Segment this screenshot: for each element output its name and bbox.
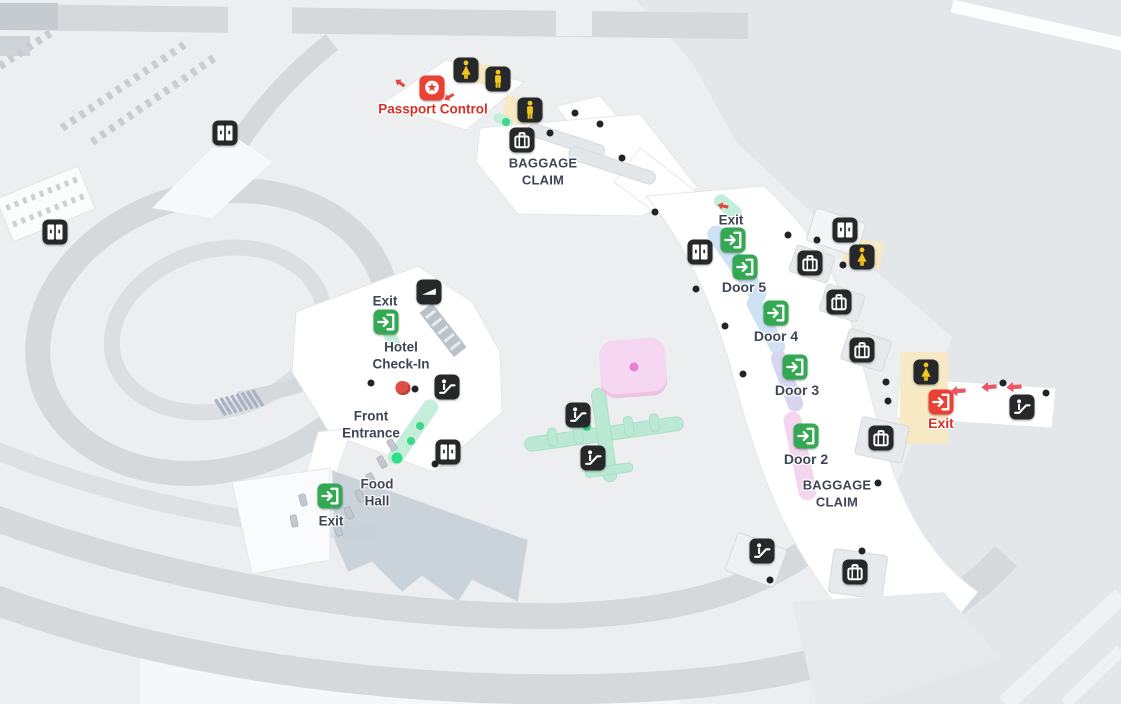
poi-dot[interactable] bbox=[882, 378, 890, 386]
airplane-exhibit bbox=[524, 387, 684, 483]
escalator-icon[interactable] bbox=[565, 402, 591, 428]
poi-dot[interactable] bbox=[431, 460, 439, 468]
baggage-claim-icon[interactable] bbox=[868, 425, 894, 451]
exit-icon[interactable] bbox=[763, 300, 789, 326]
escalator-icon[interactable] bbox=[1009, 394, 1035, 420]
escalator-icon[interactable] bbox=[580, 445, 606, 471]
poi-dot[interactable] bbox=[813, 236, 821, 244]
parking-structure bbox=[0, 165, 96, 243]
womens-restroom-icon[interactable] bbox=[913, 359, 939, 385]
door-4-label[interactable]: Door 4 bbox=[753, 328, 799, 345]
hotel-checkin-marker[interactable] bbox=[395, 381, 411, 395]
exit-label[interactable]: Exit bbox=[318, 513, 344, 529]
elevator-icon[interactable] bbox=[832, 217, 858, 243]
door-3-label[interactable]: Door 3 bbox=[774, 382, 820, 399]
walkway-dot[interactable] bbox=[391, 452, 403, 464]
cars bbox=[289, 438, 398, 537]
baggage-claim-label[interactable]: BAGGAGE CLAIM bbox=[802, 477, 872, 509]
poi-dot[interactable] bbox=[766, 576, 774, 584]
womens-restroom-icon[interactable] bbox=[849, 244, 875, 270]
poi-dot[interactable] bbox=[784, 231, 792, 239]
roof-jagged bbox=[331, 469, 529, 603]
direction-arrow-icon bbox=[1006, 381, 1023, 393]
womens-restroom-icon[interactable] bbox=[453, 57, 479, 83]
door-5-label[interactable]: Door 5 bbox=[721, 279, 767, 296]
poi-dot[interactable] bbox=[692, 285, 700, 293]
amenity-dot[interactable] bbox=[629, 362, 639, 372]
lot-patch bbox=[152, 132, 272, 218]
poi-dot[interactable] bbox=[999, 379, 1007, 387]
baggage-claim-icon[interactable] bbox=[849, 337, 875, 363]
exit-icon[interactable] bbox=[317, 483, 343, 509]
apron-wedge bbox=[140, 650, 680, 704]
poi-dot[interactable] bbox=[721, 322, 729, 330]
poi-dot[interactable] bbox=[839, 261, 847, 269]
exit-icon[interactable] bbox=[732, 254, 758, 280]
poi-dot[interactable] bbox=[546, 129, 554, 137]
exit-icon[interactable] bbox=[720, 227, 746, 253]
exit-label[interactable]: Exit bbox=[718, 212, 744, 228]
elevator-icon[interactable] bbox=[687, 239, 713, 265]
exit-icon[interactable] bbox=[793, 423, 819, 449]
exit-icon[interactable] bbox=[373, 309, 399, 335]
baggage-claim-icon[interactable] bbox=[797, 250, 823, 276]
escalator-icon[interactable] bbox=[749, 538, 775, 564]
elevator-icon[interactable] bbox=[42, 219, 68, 245]
walkway-dot[interactable] bbox=[502, 118, 510, 126]
poi-dot[interactable] bbox=[618, 154, 626, 162]
mens-restroom-icon[interactable] bbox=[517, 97, 543, 123]
baggage-claim-icon[interactable] bbox=[509, 127, 535, 153]
walkway-dot[interactable] bbox=[416, 422, 424, 430]
baggage-claim-icon[interactable] bbox=[826, 289, 852, 315]
walkway-dot[interactable] bbox=[583, 423, 591, 431]
emergency-exit-icon[interactable] bbox=[928, 389, 954, 415]
food-hall-label[interactable]: Food Hall bbox=[360, 476, 394, 509]
entrance-hall bbox=[291, 265, 503, 473]
hotel-check-in-label[interactable]: Hotel Check-In bbox=[372, 339, 430, 372]
exit-label[interactable]: Exit bbox=[928, 415, 954, 432]
poi-dot[interactable] bbox=[1042, 389, 1050, 397]
door-2-label[interactable]: Door 2 bbox=[783, 451, 829, 468]
poi-dot[interactable] bbox=[739, 370, 747, 378]
baggage-claim-label[interactable]: BAGGAGE CLAIM bbox=[508, 155, 578, 187]
walkway-dot[interactable] bbox=[407, 437, 415, 445]
poi-dot[interactable] bbox=[596, 120, 604, 128]
parking-rows bbox=[0, 28, 217, 146]
poi-dot[interactable] bbox=[367, 379, 375, 387]
poi-dot[interactable] bbox=[884, 397, 892, 405]
direction-arrow-icon bbox=[950, 385, 967, 397]
poi-dot[interactable] bbox=[874, 479, 882, 487]
direction-arrow-icon bbox=[981, 381, 998, 393]
mens-restroom-icon[interactable] bbox=[485, 66, 511, 92]
check-in-desk-icon[interactable] bbox=[416, 279, 442, 305]
poi-dot[interactable] bbox=[411, 385, 419, 393]
exit-icon[interactable] bbox=[782, 354, 808, 380]
exit-label[interactable]: Exit bbox=[372, 293, 398, 309]
elevator-icon[interactable] bbox=[435, 439, 461, 465]
poi-dot[interactable] bbox=[651, 208, 659, 216]
escalator-icon[interactable] bbox=[434, 374, 460, 400]
poi-dot[interactable] bbox=[858, 547, 866, 555]
passport-control-label[interactable]: Passport Control bbox=[378, 101, 488, 117]
poi-dot[interactable] bbox=[571, 109, 579, 117]
front-entrance-label[interactable]: Front Entrance bbox=[342, 408, 400, 441]
baggage-claim-icon[interactable] bbox=[842, 559, 868, 585]
passport-control-icon[interactable] bbox=[419, 75, 445, 101]
elevator-icon[interactable] bbox=[212, 120, 238, 146]
taxiway-stripe bbox=[950, 0, 1121, 51]
